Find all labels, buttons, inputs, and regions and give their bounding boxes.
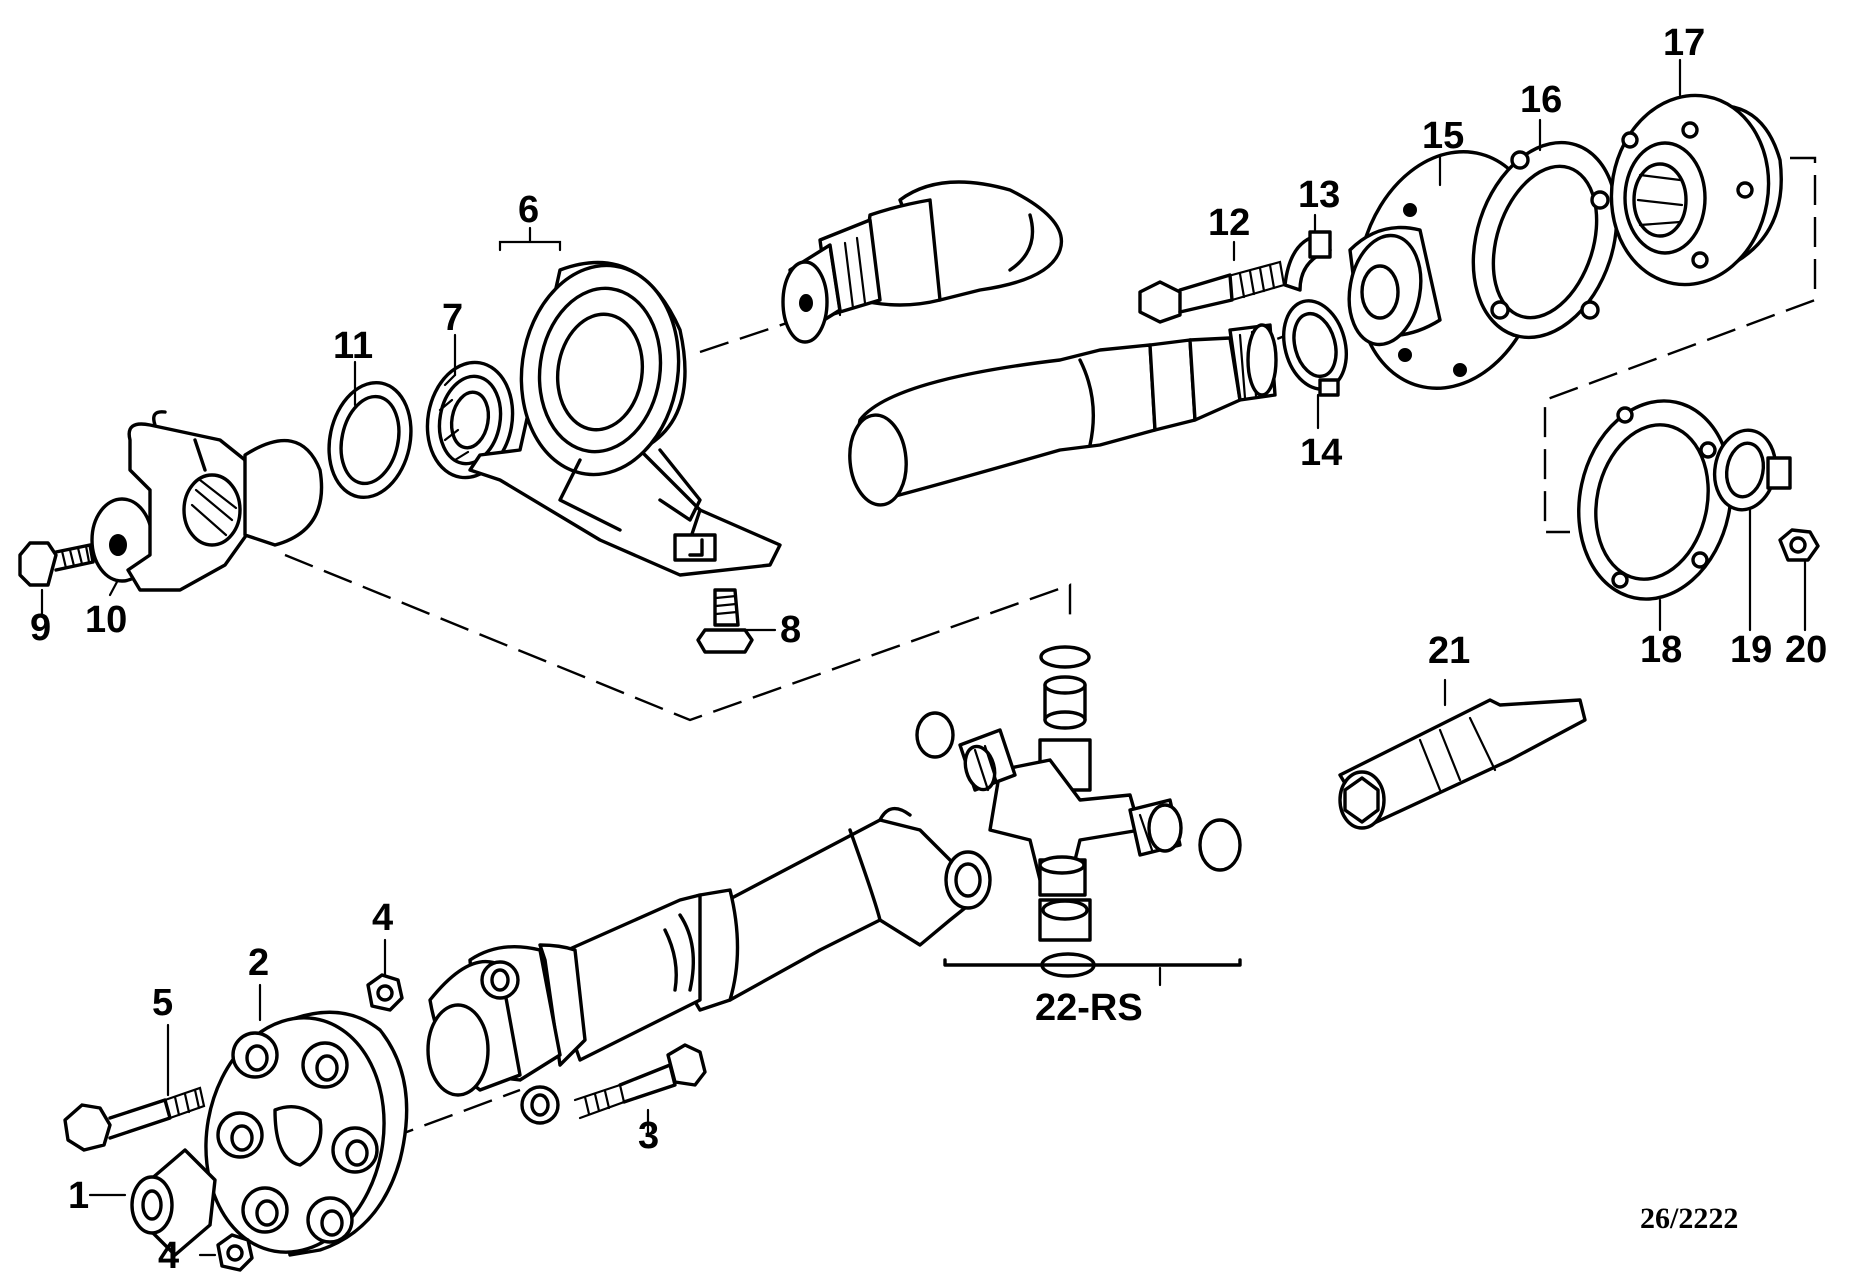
part-5-bolt <box>63 1086 206 1152</box>
label-18: 18 <box>1640 629 1682 671</box>
part-1-sleeve <box>130 1148 217 1257</box>
part-9-bolt <box>18 541 95 587</box>
part-19-clamp-ring <box>1712 428 1792 512</box>
label-4-lower: 4 <box>158 1235 179 1277</box>
label-19: 19 <box>1730 629 1772 671</box>
part-yoke-flange <box>126 410 324 592</box>
label-1: 1 <box>68 1175 89 1217</box>
diagram-reference-number: 26/2222 <box>1640 1202 1738 1235</box>
label-20: 20 <box>1785 629 1827 671</box>
label-4-upper: 4 <box>372 897 393 939</box>
part-13-lock-plate <box>1283 230 1332 292</box>
label-17: 17 <box>1663 22 1705 64</box>
part-14-lock-ring <box>1282 299 1348 397</box>
part-12-bolt <box>1138 260 1286 324</box>
label-2: 2 <box>248 942 269 984</box>
leader-lines <box>40 58 1807 1257</box>
label-21: 21 <box>1428 630 1470 672</box>
label-12: 12 <box>1208 202 1250 244</box>
label-7: 7 <box>442 297 463 339</box>
label-13: 13 <box>1298 174 1340 216</box>
part-8-bolt <box>696 588 754 654</box>
part-22-rs-universal-joint-kit <box>915 645 1242 978</box>
part-7-bearing <box>425 360 515 480</box>
part-3-bolt <box>573 1043 707 1120</box>
part-17-damper-disc <box>1609 93 1783 287</box>
part-6-center-bearing-support <box>468 260 782 577</box>
part-intermediate-tube <box>848 323 1278 507</box>
part-16-plate <box>1471 140 1619 340</box>
part-20-nut <box>1778 528 1820 562</box>
label-14: 14 <box>1300 432 1342 474</box>
label-11: 11 <box>333 325 373 367</box>
label-8: 8 <box>780 609 801 651</box>
part-4-nut-lower <box>216 1233 254 1272</box>
part-21-grease-tube <box>1338 698 1587 830</box>
part-number-labels: 9 10 11 7 6 8 12 13 14 15 16 17 18 19 20… <box>30 22 1827 1277</box>
part-4-nut-upper <box>366 973 404 1012</box>
label-10: 10 <box>85 599 127 641</box>
label-3: 3 <box>638 1115 659 1157</box>
label-6: 6 <box>518 189 539 231</box>
part-18-plate <box>1577 399 1733 601</box>
label-16: 16 <box>1520 79 1562 121</box>
label-15: 15 <box>1422 115 1464 157</box>
part-2-flexible-coupling <box>204 1010 409 1257</box>
label-9: 9 <box>30 607 51 649</box>
part-propeller-shaft-front <box>426 806 992 1125</box>
part-11-seal-ring <box>327 380 413 500</box>
label-5: 5 <box>152 982 173 1024</box>
label-22-rs: 22-RS <box>1035 987 1143 1029</box>
part-splined-shaft-end <box>781 180 1063 344</box>
